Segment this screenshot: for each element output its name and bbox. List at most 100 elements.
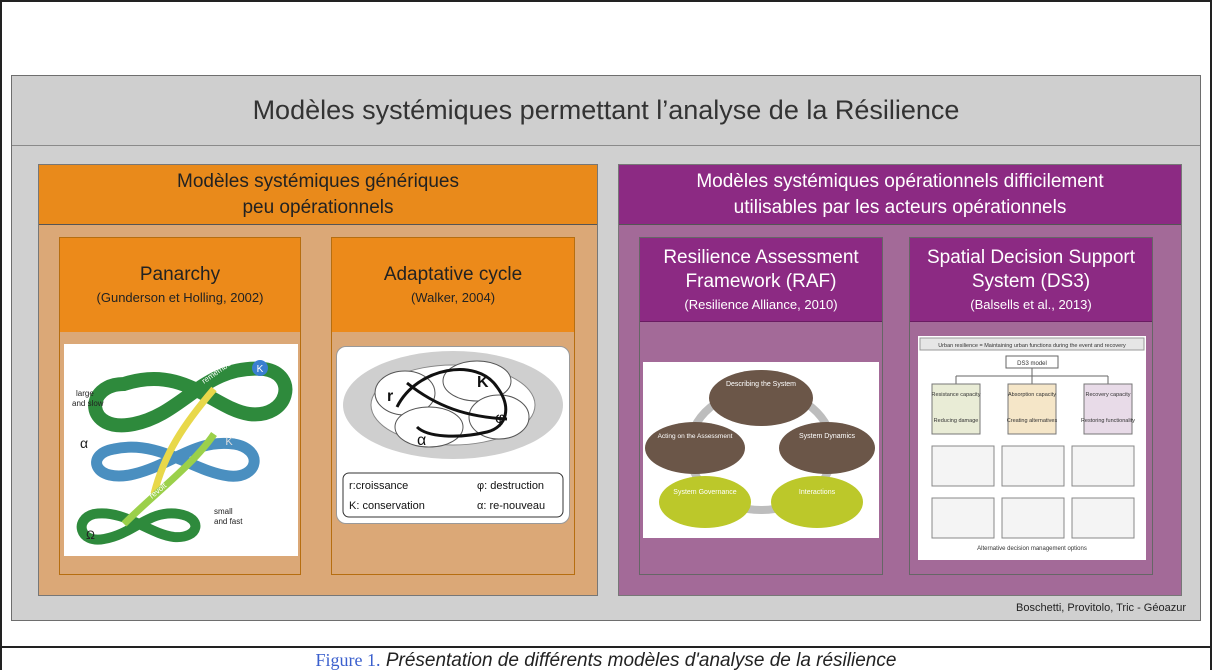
panarchy-title: Panarchy <box>139 264 221 285</box>
raf-node-governance <box>659 476 751 528</box>
ds3-col2-bottom: Creating alternatives <box>1007 418 1058 424</box>
k-label-top: K <box>257 364 264 375</box>
ds3-row2-box2 <box>1001 445 1065 487</box>
ds3-col1-box <box>931 383 981 435</box>
ds3-title-line2: System (DS3) <box>971 270 1091 292</box>
adaptive-body: r K φ α r:croissance φ: destruction K: c… <box>332 332 574 574</box>
ds3-subtitle: (Balsells et al., 2013) <box>970 296 1092 312</box>
ds3-title-line1: Spatial Decision Support <box>926 246 1136 268</box>
adaptive-figure: r K φ α r:croissance φ: destruction K: c… <box>336 346 570 524</box>
generic-models-header: Modèles systémiques génériques peu opéra… <box>39 165 597 225</box>
raf-interactions-label: Interactions <box>799 489 836 496</box>
panarchy-head: Panarchy (Gunderson et Holling, 2002) <box>60 238 300 332</box>
legend-r: r:croissance <box>349 480 408 492</box>
generic-models-group: Modèles systémiques génériques peu opéra… <box>38 164 598 596</box>
adaptive-head: Adaptative cycle (Walker, 2004) <box>332 238 574 332</box>
raf-head: Resilience Assessment Framework (RAF) (R… <box>640 238 882 322</box>
adaptive-legend-box <box>342 472 564 518</box>
ds3-head: Spatial Decision Support System (DS3) (B… <box>910 238 1152 322</box>
small-fast-label-2: and fast <box>214 517 243 526</box>
ds3-col2-box <box>1007 383 1057 435</box>
cycle-path <box>395 368 508 438</box>
large-slow-label-1: large <box>76 389 94 398</box>
ds3-row3-box1 <box>931 497 995 539</box>
ds3-col3-box <box>1083 383 1133 435</box>
adaptive-diagram: r K φ α r:croissance φ: destruction K: c… <box>342 351 564 518</box>
alpha-label-adaptive: α <box>417 432 426 449</box>
cycle-cross-path <box>406 381 508 421</box>
caption-rule <box>0 646 1212 648</box>
small-loop <box>76 508 201 545</box>
remember-arrow <box>150 386 217 495</box>
generic-header-line1: Modèles systémiques génériques <box>177 170 459 192</box>
ds3-footer: Alternative decision management options <box>977 546 1087 552</box>
raf-subtitle: (Resilience Alliance, 2010) <box>684 296 838 312</box>
ds3-row2-box1 <box>931 445 995 487</box>
raf-figure: Describing the System Acting on the Asse… <box>643 362 879 538</box>
ds3-banner: Urban resilience = Maintaining urban fun… <box>938 343 1126 349</box>
ds3-row3-box2 <box>1001 497 1065 539</box>
raf-governance-label: System Governance <box>673 489 737 496</box>
omega-label: Ω <box>86 528 95 542</box>
raf-acting-label: Acting on the Assessment <box>658 433 733 440</box>
ds3-card: Spatial Decision Support System (DS3) (B… <box>909 237 1153 575</box>
ds3-col1-bottom: Reducing damage <box>934 418 979 424</box>
ds3-col1-top: Resistance capacity <box>932 392 981 398</box>
alpha-label: α <box>80 435 88 451</box>
raf-diagram: Describing the System Acting on the Asse… <box>645 370 875 528</box>
ds3-banner-box <box>919 337 1145 351</box>
legend-phi: φ: destruction <box>477 480 544 492</box>
raf-dynamics-label: System Dynamics <box>799 433 856 440</box>
k-label-mid: K <box>225 436 233 448</box>
operational-header-line2: utilisables par les acteurs opérationnel… <box>733 196 1067 218</box>
operational-models-header: Modèles systémiques opérationnels diffic… <box>619 165 1181 225</box>
adaptive-title: Adaptative cycle <box>383 264 523 285</box>
phi-label: φ <box>495 410 505 427</box>
raf-node-interactions <box>771 476 863 528</box>
ds3-connectors <box>955 368 1109 384</box>
raf-node-describing <box>709 370 813 426</box>
ds3-col3-bottom: Restoring functionality <box>1081 418 1135 424</box>
k-label: K <box>477 374 489 391</box>
ds3-diagram: Urban resilience = Maintaining urban fun… <box>919 337 1145 552</box>
revolt-arrow <box>121 432 217 527</box>
k-node-top <box>252 360 268 376</box>
ds3-figure: Urban resilience = Maintaining urban fun… <box>918 336 1146 560</box>
panarchy-figure: K K α Ω large and slow small and fast re… <box>64 344 298 556</box>
raf-title-line2: Framework (RAF) <box>685 270 837 292</box>
legend-k: K: conservation <box>349 500 425 512</box>
raf-title-line1: Resilience Assessment <box>663 246 859 268</box>
adaptive-subtitle: (Walker, 2004) <box>410 290 496 305</box>
raf-node-dynamics <box>779 422 875 474</box>
adaptive-cycle-card: Adaptative cycle (Walker, 2004) r <box>331 237 575 575</box>
raf-describing-label: Describing the System <box>726 381 796 388</box>
lobe-alpha <box>394 406 464 448</box>
figure-number: Figure 1. <box>315 650 381 670</box>
panarchy-diagram: K K α Ω large and slow small and fast re… <box>72 357 293 545</box>
operational-models-group: Modèles systémiques opérationnels diffic… <box>618 164 1182 596</box>
panarchy-body: K K α Ω large and slow small and fast re… <box>60 332 300 574</box>
ds3-row3-box3 <box>1071 497 1135 539</box>
small-fast-label-1: small <box>214 507 233 516</box>
operational-header-line1: Modèles systémiques opérationnels diffic… <box>696 170 1104 192</box>
credit-line: Boschetti, Provitolo, Tric - Géoazur <box>1016 602 1186 614</box>
figure-caption: Figure 1. Présentation de différents mod… <box>0 650 1212 670</box>
main-panel: Modèles systémiques permettant l’analyse… <box>11 75 1201 621</box>
ds3-col3-top: Recovery capacity <box>1086 392 1131 398</box>
figure-caption-text: Présentation de différents modèles d'ana… <box>385 650 897 670</box>
ds3-body: Urban resilience = Maintaining urban fun… <box>910 322 1152 574</box>
main-title: Modèles systémiques permettant l’analyse… <box>12 76 1200 146</box>
panarchy-card: Panarchy (Gunderson et Holling, 2002) <box>59 237 301 575</box>
raf-body: Describing the System Acting on the Asse… <box>640 322 882 574</box>
raf-node-acting <box>645 422 745 474</box>
r-label: r <box>387 388 393 405</box>
ds3-model-label: DS3 model <box>1017 361 1047 367</box>
legend-alpha: α: re-nouveau <box>477 500 545 512</box>
ds3-col2-top: Absorption capacity <box>1008 392 1056 398</box>
generic-header-line2: peu opérationnels <box>242 196 394 218</box>
panarchy-subtitle: (Gunderson et Holling, 2002) <box>96 290 264 305</box>
ds3-row2-box3 <box>1071 445 1135 487</box>
large-slow-label-2: and slow <box>72 399 104 408</box>
raf-card: Resilience Assessment Framework (RAF) (R… <box>639 237 883 575</box>
